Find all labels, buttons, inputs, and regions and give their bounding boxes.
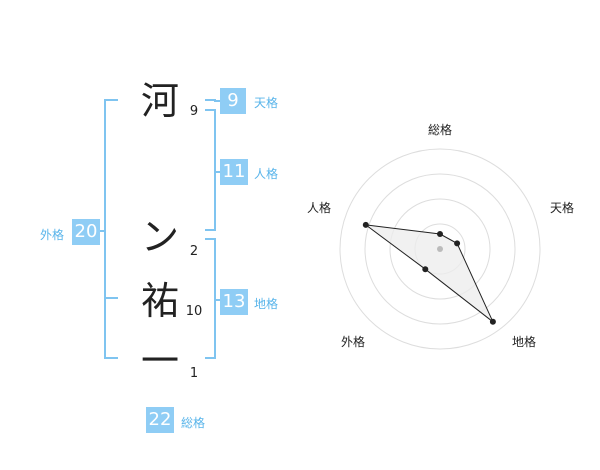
radar-axis-label-tenkaku: 天格 — [550, 200, 574, 215]
chikaku-label: 地格 — [254, 297, 279, 311]
radar-axis-label-soukaku: 総格 — [428, 122, 452, 137]
stroke-count-1: 9 — [189, 104, 199, 119]
stroke-count-4: 1 — [189, 366, 199, 381]
tenkaku-label: 天格 — [254, 96, 279, 110]
radar-axis-label-chikaku: 地格 — [512, 334, 536, 349]
jinkaku-badge: 11 — [220, 159, 248, 185]
radar-point-0 — [437, 231, 443, 237]
tenkaku-badge: 9 — [220, 88, 246, 114]
radar-ring-4 — [339, 148, 541, 350]
radar-point-1 — [454, 240, 461, 247]
name-char-3: 祐 — [140, 279, 179, 323]
radar-point-2 — [489, 318, 496, 325]
jinkaku-label: 人格 — [254, 167, 279, 181]
radar-ring-3 — [364, 173, 516, 325]
radar-axis-label-gaikaku: 外格 — [341, 334, 365, 349]
soukaku-label: 総格 — [181, 416, 206, 430]
radar-rings — [339, 148, 541, 350]
chikaku-bracket — [205, 238, 216, 359]
radar-point-4 — [362, 221, 369, 228]
jinkaku-bracket — [205, 109, 216, 231]
name-char-2: ン — [140, 215, 179, 259]
name-char-1: 河 — [140, 79, 179, 123]
gaikaku-bracket — [104, 99, 118, 359]
radar-axis-label-jinkaku: 人格 — [307, 200, 331, 215]
radar-center — [437, 246, 443, 252]
name-char-4: 一 — [140, 339, 179, 383]
radar-data-points — [362, 221, 496, 325]
soukaku-badge: 22 — [146, 407, 174, 433]
chikaku-badge: 13 — [220, 289, 248, 315]
stroke-count-3: 10 — [185, 304, 203, 319]
radar-data-area — [363, 224, 494, 323]
gaikaku-label: 外格 — [40, 228, 65, 242]
gaikaku-badge: 20 — [72, 219, 100, 245]
radar-point-3 — [422, 266, 429, 273]
stroke-count-2: 2 — [189, 244, 199, 259]
radar-ring-2 — [389, 198, 491, 300]
